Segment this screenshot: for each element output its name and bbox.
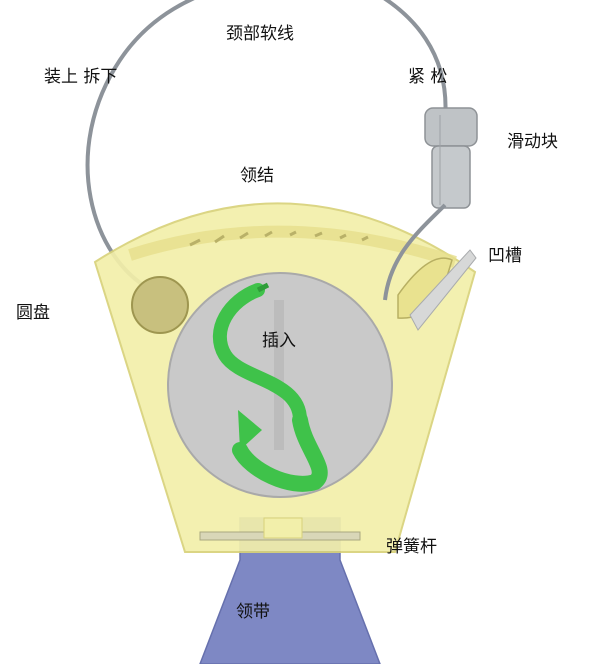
groove-rail <box>409 249 477 331</box>
saxophone-icon <box>212 282 328 492</box>
label-collar: 领结 <box>240 166 274 186</box>
label-spring-rod: 弹簧杆 <box>386 537 437 557</box>
label-strap: 领带 <box>236 602 270 622</box>
label-neck-cord: 颈部软线 <box>226 24 294 44</box>
collar-notches <box>189 230 369 247</box>
label-insert: 插入 <box>262 331 296 351</box>
cord-to-groove <box>383 203 447 301</box>
disc-slot <box>274 300 284 450</box>
label-mount-unmount: 装上 拆下 <box>44 67 118 87</box>
label-tighten-loosen: 紧 松 <box>408 67 448 87</box>
neck-cord-right <box>382 0 448 121</box>
label-groove: 凹槽 <box>488 246 522 266</box>
slider <box>424 107 478 209</box>
label-disc: 圆盘 <box>16 303 50 323</box>
left-knob <box>131 276 189 334</box>
label-slider: 滑动块 <box>507 132 558 152</box>
collar-top-band <box>128 225 457 268</box>
strap-cutout <box>263 517 303 539</box>
